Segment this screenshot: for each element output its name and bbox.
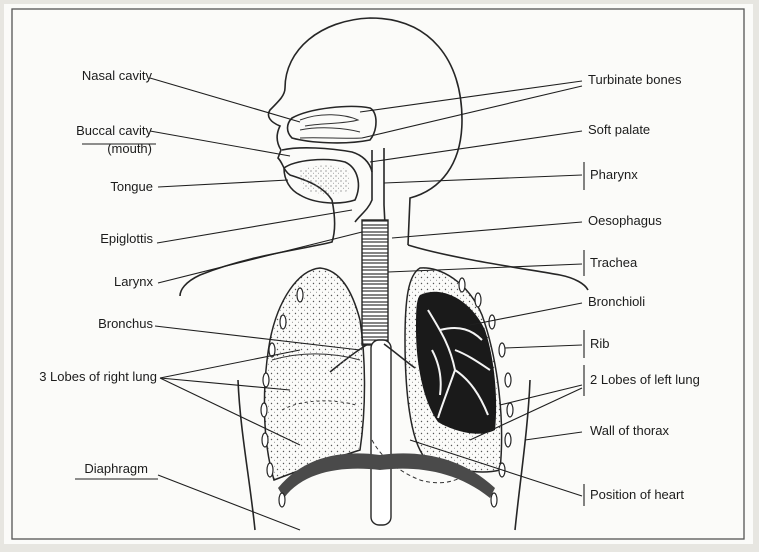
heart-outline xyxy=(371,439,471,484)
label-diaphragm: Diaphragm xyxy=(84,461,148,476)
label-oesophagus: Oesophagus xyxy=(588,213,662,228)
bronchioli-section xyxy=(416,291,497,434)
label-bronchioli: Bronchioli xyxy=(588,294,645,309)
trachea-shape xyxy=(361,219,389,346)
shoulder-right xyxy=(407,244,589,291)
head-outline xyxy=(267,17,463,246)
body-side-left xyxy=(237,379,256,531)
turbinate-bone-3 xyxy=(299,137,363,139)
right-lung-fissure-2 xyxy=(281,400,357,411)
label-bronchus: Bronchus xyxy=(98,316,153,331)
label-turbinate-bones: Turbinate bones xyxy=(588,72,682,87)
label-tongue: Tongue xyxy=(110,179,153,194)
label-buccal-cavity-mouth: (mouth) xyxy=(107,141,152,156)
nasal-cavity-shape xyxy=(286,105,377,144)
label-position-of-heart: Position of heart xyxy=(590,487,684,502)
label-wall-of-thorax: Wall of thorax xyxy=(590,423,669,438)
label-buccal-cavity: Buccal cavity xyxy=(76,123,152,138)
turbinate-bone-2 xyxy=(299,127,361,133)
label-larynx: Larynx xyxy=(114,274,154,289)
ribs-right xyxy=(458,277,514,508)
turbinate-bone-1 xyxy=(299,114,360,127)
leader-lines-left xyxy=(75,77,363,531)
leader-lines-right xyxy=(359,80,585,506)
oesophagus-shape xyxy=(370,339,392,526)
tongue-shape xyxy=(283,158,360,204)
body-side-right xyxy=(514,379,531,531)
label-soft-palate: Soft palate xyxy=(588,122,650,137)
label-3-lobes-right-lung: 3 Lobes of right lung xyxy=(39,369,157,384)
label-pharynx: Pharynx xyxy=(590,167,638,182)
label-nasal-cavity: Nasal cavity xyxy=(82,68,153,83)
figure-frame xyxy=(11,8,745,540)
label-trachea: Trachea xyxy=(590,255,638,270)
right-lung-fissure-1 xyxy=(271,353,361,361)
pharynx-wall-left xyxy=(354,150,373,223)
diaphragm-shape xyxy=(278,453,495,498)
label-epiglottis: Epiglottis xyxy=(100,231,153,246)
bronchioli-branches xyxy=(427,309,491,419)
tongue-texture xyxy=(300,165,350,194)
label-2-lobes-left-lung: 2 Lobes of left lung xyxy=(590,372,700,387)
ribs-left xyxy=(260,287,304,508)
palate-line xyxy=(281,147,373,173)
label-rib: Rib xyxy=(590,336,610,351)
